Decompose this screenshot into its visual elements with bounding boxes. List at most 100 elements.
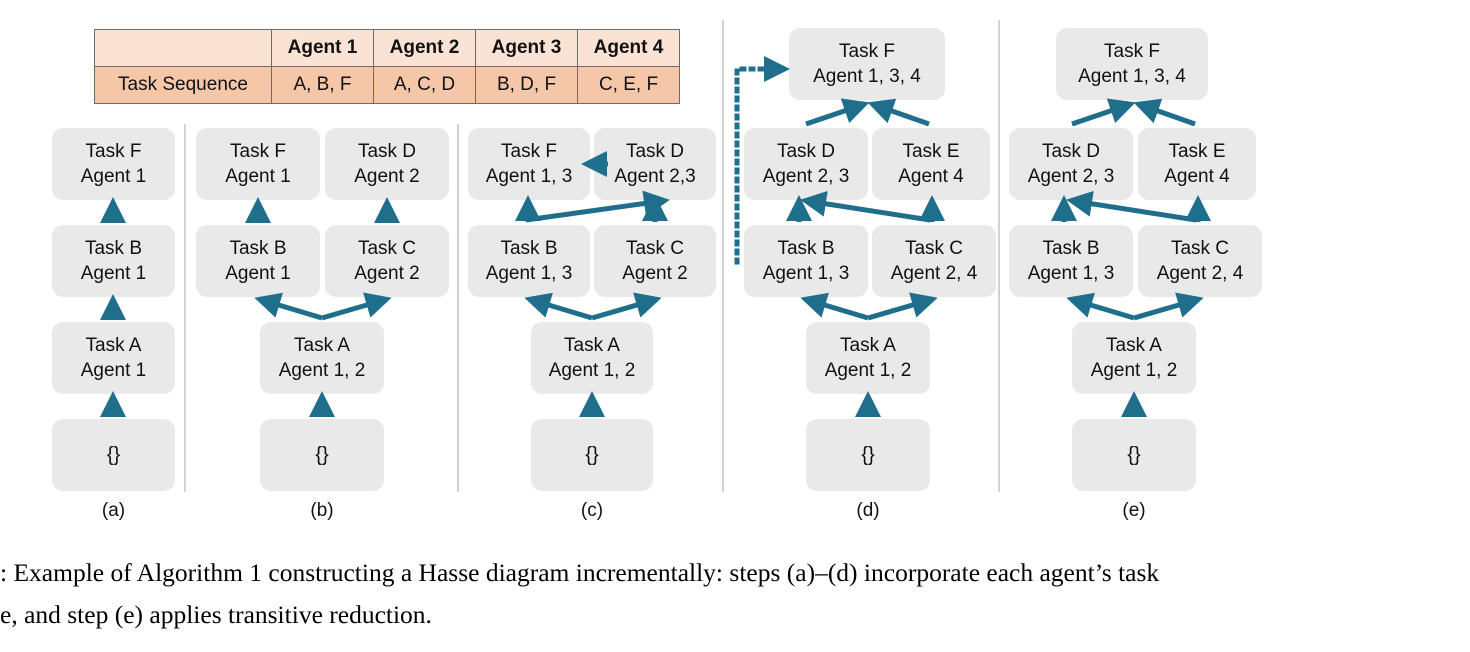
node-task-label: Task E — [902, 140, 960, 162]
panel-b-task-d[interactable]: Task D Agent 2 — [325, 128, 449, 200]
node-empty-label: {} — [1127, 443, 1141, 466]
panel-a-task-f[interactable]: Task F Agent 1 — [52, 128, 175, 200]
edge-e-a-to-b — [1066, 292, 1135, 321]
panel-d-task-f[interactable]: Task F Agent 1, 3, 4 — [789, 28, 945, 100]
node-task-label: Task D — [625, 140, 685, 162]
edge-c-b-to-d — [525, 190, 670, 223]
table-header-agent-2: Agent 2 — [373, 29, 476, 67]
node-task-label: Task B — [1042, 237, 1100, 259]
sequence-agent-1: A, B, F — [271, 66, 374, 104]
node-agent-label: Agent 2,3 — [614, 166, 696, 187]
node-task-label: Task A — [85, 334, 142, 356]
node-task-label: Task C — [904, 237, 964, 259]
node-agent-label: Agent 2, 4 — [890, 263, 978, 284]
panel-divider-c-d — [722, 20, 724, 492]
panel-e-task-a[interactable]: Task A Agent 1, 2 — [1072, 322, 1196, 394]
edge-d-d-to-f — [805, 98, 870, 127]
panel-d-task-d[interactable]: Task D Agent 2, 3 — [744, 128, 868, 200]
panel-c-label: (c) — [580, 500, 604, 521]
panel-b-empty-set[interactable]: {} — [260, 419, 384, 491]
panel-b-task-a[interactable]: Task A Agent 1, 2 — [260, 322, 384, 394]
panel-a-task-a[interactable]: Task A Agent 1 — [52, 322, 175, 394]
panel-d-label: (d) — [856, 500, 880, 521]
table-corner-cell — [94, 29, 272, 67]
panel-b-task-f[interactable]: Task F Agent 1 — [196, 128, 320, 200]
edge-b-a-to-b — [254, 292, 323, 321]
node-agent-label: Agent 1, 2 — [824, 360, 912, 381]
panel-e-empty-set[interactable]: {} — [1072, 419, 1196, 491]
edge-e-e-to-f — [1133, 98, 1196, 127]
panel-e-task-f[interactable]: Task F Agent 1, 3, 4 — [1056, 28, 1208, 100]
panel-e-task-b[interactable]: Task B Agent 1, 3 — [1009, 225, 1133, 297]
node-task-label: Task D — [776, 140, 836, 162]
node-task-label: Task A — [1106, 334, 1162, 356]
panel-b-label: (b) — [310, 500, 334, 521]
task-sequence-table: Agent 1 Agent 2 Agent 3 Agent 4 Task Seq… — [94, 29, 680, 104]
panel-c-task-f[interactable]: Task F Agent 1, 3 — [468, 128, 590, 200]
edge-d-e-to-f — [867, 98, 930, 127]
caption-line-1: : Example of Algorithm 1 constructing a … — [0, 558, 1160, 587]
node-agent-label: Agent 1, 2 — [278, 360, 366, 381]
node-agent-label: Agent 1 — [225, 263, 291, 284]
node-agent-label: Agent 4 — [898, 166, 964, 187]
node-agent-label: Agent 1 — [80, 263, 147, 284]
table-header-agent-3: Agent 3 — [475, 29, 578, 67]
panel-c-task-a[interactable]: Task A Agent 1, 2 — [531, 322, 653, 394]
edge-e-d-to-f — [1071, 98, 1136, 127]
node-agent-label: Agent 1, 3 — [485, 263, 573, 284]
panel-d-task-b[interactable]: Task B Agent 1, 3 — [744, 225, 868, 297]
panel-c-empty-set[interactable]: {} — [531, 419, 653, 491]
node-task-label: Task D — [357, 140, 417, 162]
edge-c-a-to-b — [524, 292, 593, 321]
panel-c-task-d[interactable]: Task D Agent 2,3 — [594, 128, 716, 200]
panel-b-task-b[interactable]: Task B Agent 1 — [196, 225, 320, 297]
panel-a-label: (a) — [101, 500, 126, 521]
node-task-label: Task B — [229, 237, 287, 259]
figure-caption: : Example of Algorithm 1 constructing a … — [0, 552, 1462, 636]
node-task-label: Task D — [1041, 140, 1101, 162]
panel-b-task-c[interactable]: Task C Agent 2 — [325, 225, 449, 297]
panel-divider-d-e — [998, 20, 1000, 492]
node-agent-label: Agent 1, 2 — [548, 360, 636, 381]
node-agent-label: Agent 2 — [354, 166, 420, 187]
edge-e-c-to-d-diag — [1066, 190, 1197, 223]
node-task-label: Task F — [230, 140, 286, 162]
node-task-label: Task B — [777, 237, 835, 259]
panel-a-empty-set[interactable]: {} — [52, 419, 175, 491]
edge-e-a-to-c — [1133, 292, 1204, 321]
panel-d-task-e[interactable]: Task E Agent 4 — [872, 128, 990, 200]
node-agent-label: Agent 1, 3, 4 — [813, 66, 921, 87]
panel-a-task-b[interactable]: Task B Agent 1 — [52, 225, 175, 297]
panel-e-task-c[interactable]: Task C Agent 2, 4 — [1138, 225, 1262, 297]
node-task-label: Task C — [1170, 237, 1230, 259]
sequence-agent-3: B, D, F — [475, 66, 578, 104]
node-empty-label: {} — [106, 443, 121, 466]
node-agent-label: Agent 1, 3 — [485, 166, 573, 187]
panel-d-task-a[interactable]: Task A Agent 1, 2 — [806, 322, 930, 394]
node-task-label: Task F — [501, 140, 557, 162]
panel-c-task-b[interactable]: Task B Agent 1, 3 — [468, 225, 590, 297]
edge-b-a-to-c — [321, 292, 392, 321]
panel-c-task-c[interactable]: Task C Agent 2 — [594, 225, 716, 297]
panel-e-task-d[interactable]: Task D Agent 2, 3 — [1009, 128, 1133, 200]
node-task-label: Task A — [564, 334, 620, 356]
node-agent-label: Agent 1 — [225, 166, 291, 187]
edge-d-c-to-d-diag — [800, 190, 931, 223]
node-agent-label: Agent 1 — [80, 360, 147, 381]
node-task-label: Task F — [1104, 40, 1160, 62]
panel-d-empty-set[interactable]: {} — [806, 419, 930, 491]
panel-e-task-e[interactable]: Task E Agent 4 — [1138, 128, 1256, 200]
sequence-agent-2: A, C, D — [373, 66, 476, 104]
node-agent-label: Agent 2, 4 — [1156, 263, 1244, 284]
node-empty-label: {} — [315, 443, 329, 466]
node-task-label: Task A — [294, 334, 350, 356]
panel-d-task-c[interactable]: Task C Agent 2, 4 — [872, 225, 996, 297]
node-task-label: Task A — [840, 334, 896, 356]
node-agent-label: Agent 1, 2 — [1090, 360, 1178, 381]
node-agent-label: Agent 2 — [622, 263, 688, 284]
sequence-agent-4: C, E, F — [577, 66, 680, 104]
node-agent-label: Agent 1, 3, 4 — [1078, 66, 1186, 87]
table-header-agent-1: Agent 1 — [271, 29, 374, 67]
row-label-task-sequence: Task Sequence — [94, 66, 272, 104]
node-task-label: Task C — [357, 237, 417, 259]
